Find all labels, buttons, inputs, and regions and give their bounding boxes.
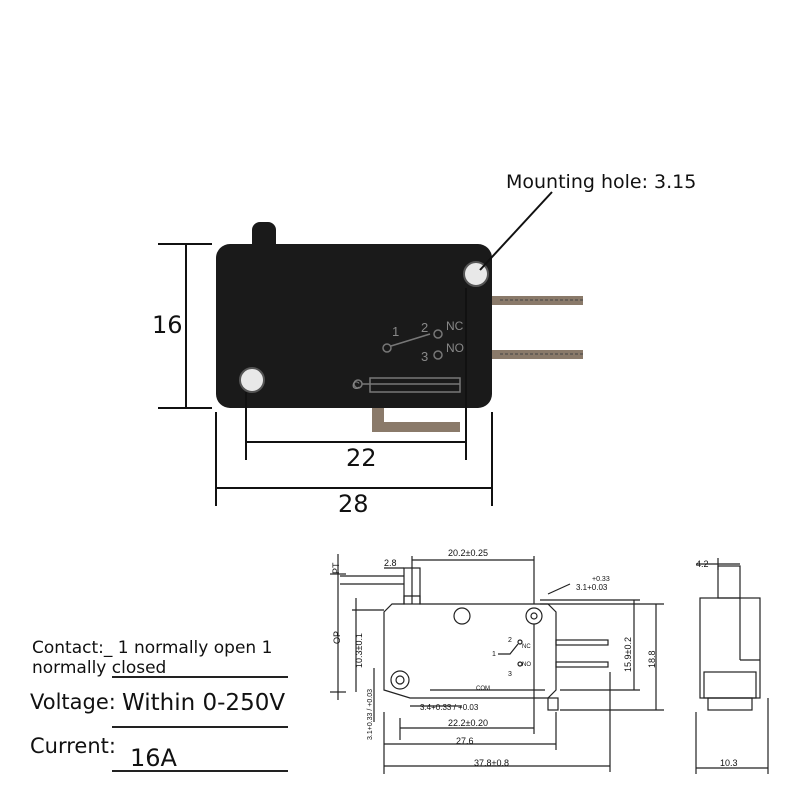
mounting-hole-left	[239, 367, 265, 393]
contact-underline	[112, 676, 288, 678]
dim-3-4: 3.4+0.33 / +0.03	[420, 703, 479, 712]
circuit-symbol	[353, 329, 461, 393]
embossed-label-1: 1	[392, 324, 399, 339]
dim-37-8: 37.8±0.8	[474, 758, 509, 768]
switch-body	[216, 244, 492, 408]
label-pt: PT	[331, 562, 341, 574]
embossed-label-c: C	[352, 380, 360, 392]
photo-dimensions	[158, 191, 553, 506]
dim-height-16: 16	[152, 311, 183, 339]
label-nc: NC	[522, 644, 531, 650]
current-value: 16A	[130, 744, 177, 772]
technical-drawing	[330, 554, 664, 774]
dim-hole-tol: +0.33	[592, 576, 610, 583]
label-op: OP	[332, 631, 342, 644]
switch-photo: 1 2 3 NC NO C	[216, 222, 583, 432]
label-1: 1	[492, 651, 496, 658]
side-view-drawing	[695, 558, 769, 774]
dim-10-3-op: 10.3±0.1	[354, 633, 364, 668]
embossed-label-nc: NC	[446, 319, 464, 333]
dim-18-8: 18.8	[647, 650, 657, 668]
terminal-com	[372, 395, 460, 432]
voltage-underline	[112, 726, 288, 728]
label-com: COM	[476, 686, 490, 692]
label-2: 2	[508, 637, 512, 644]
dim-hole-spacing-22: 22	[346, 444, 377, 472]
dim-2-8: 2.8	[384, 558, 397, 568]
embossed-label-no: NO	[446, 341, 464, 355]
embossed-label-2: 2	[421, 320, 428, 335]
dim-22-2: 22.2±0.20	[448, 718, 488, 728]
dim-15-9: 15.9±0.2	[623, 637, 633, 672]
label-3: 3	[508, 671, 512, 678]
embossed-label-3: 3	[421, 349, 428, 364]
dim-27-6: 27.6	[456, 736, 474, 746]
voltage-label: Voltage:	[30, 690, 116, 714]
voltage-value: Within 0-250V	[122, 690, 286, 716]
dim-3-1-left: 3.1+0.33 / +0.03	[367, 689, 374, 740]
side-dim-4-2: 4.2	[696, 559, 709, 569]
dim-20-2: 20.2±0.25	[448, 548, 488, 558]
label-no: NO	[522, 662, 531, 668]
dim-length-28: 28	[338, 490, 369, 518]
side-dim-10-3: 10.3	[720, 758, 738, 768]
dim-hole: 3.1+0.03	[576, 583, 608, 592]
mounting-hole-callout: Mounting hole: 3.15	[506, 171, 696, 193]
current-label: Current:	[30, 734, 116, 758]
current-underline	[112, 770, 288, 772]
contact-spec-line1: Contact:_ 1 normally open 1	[32, 638, 273, 658]
contact-spec-line2: normally closed	[32, 658, 167, 678]
